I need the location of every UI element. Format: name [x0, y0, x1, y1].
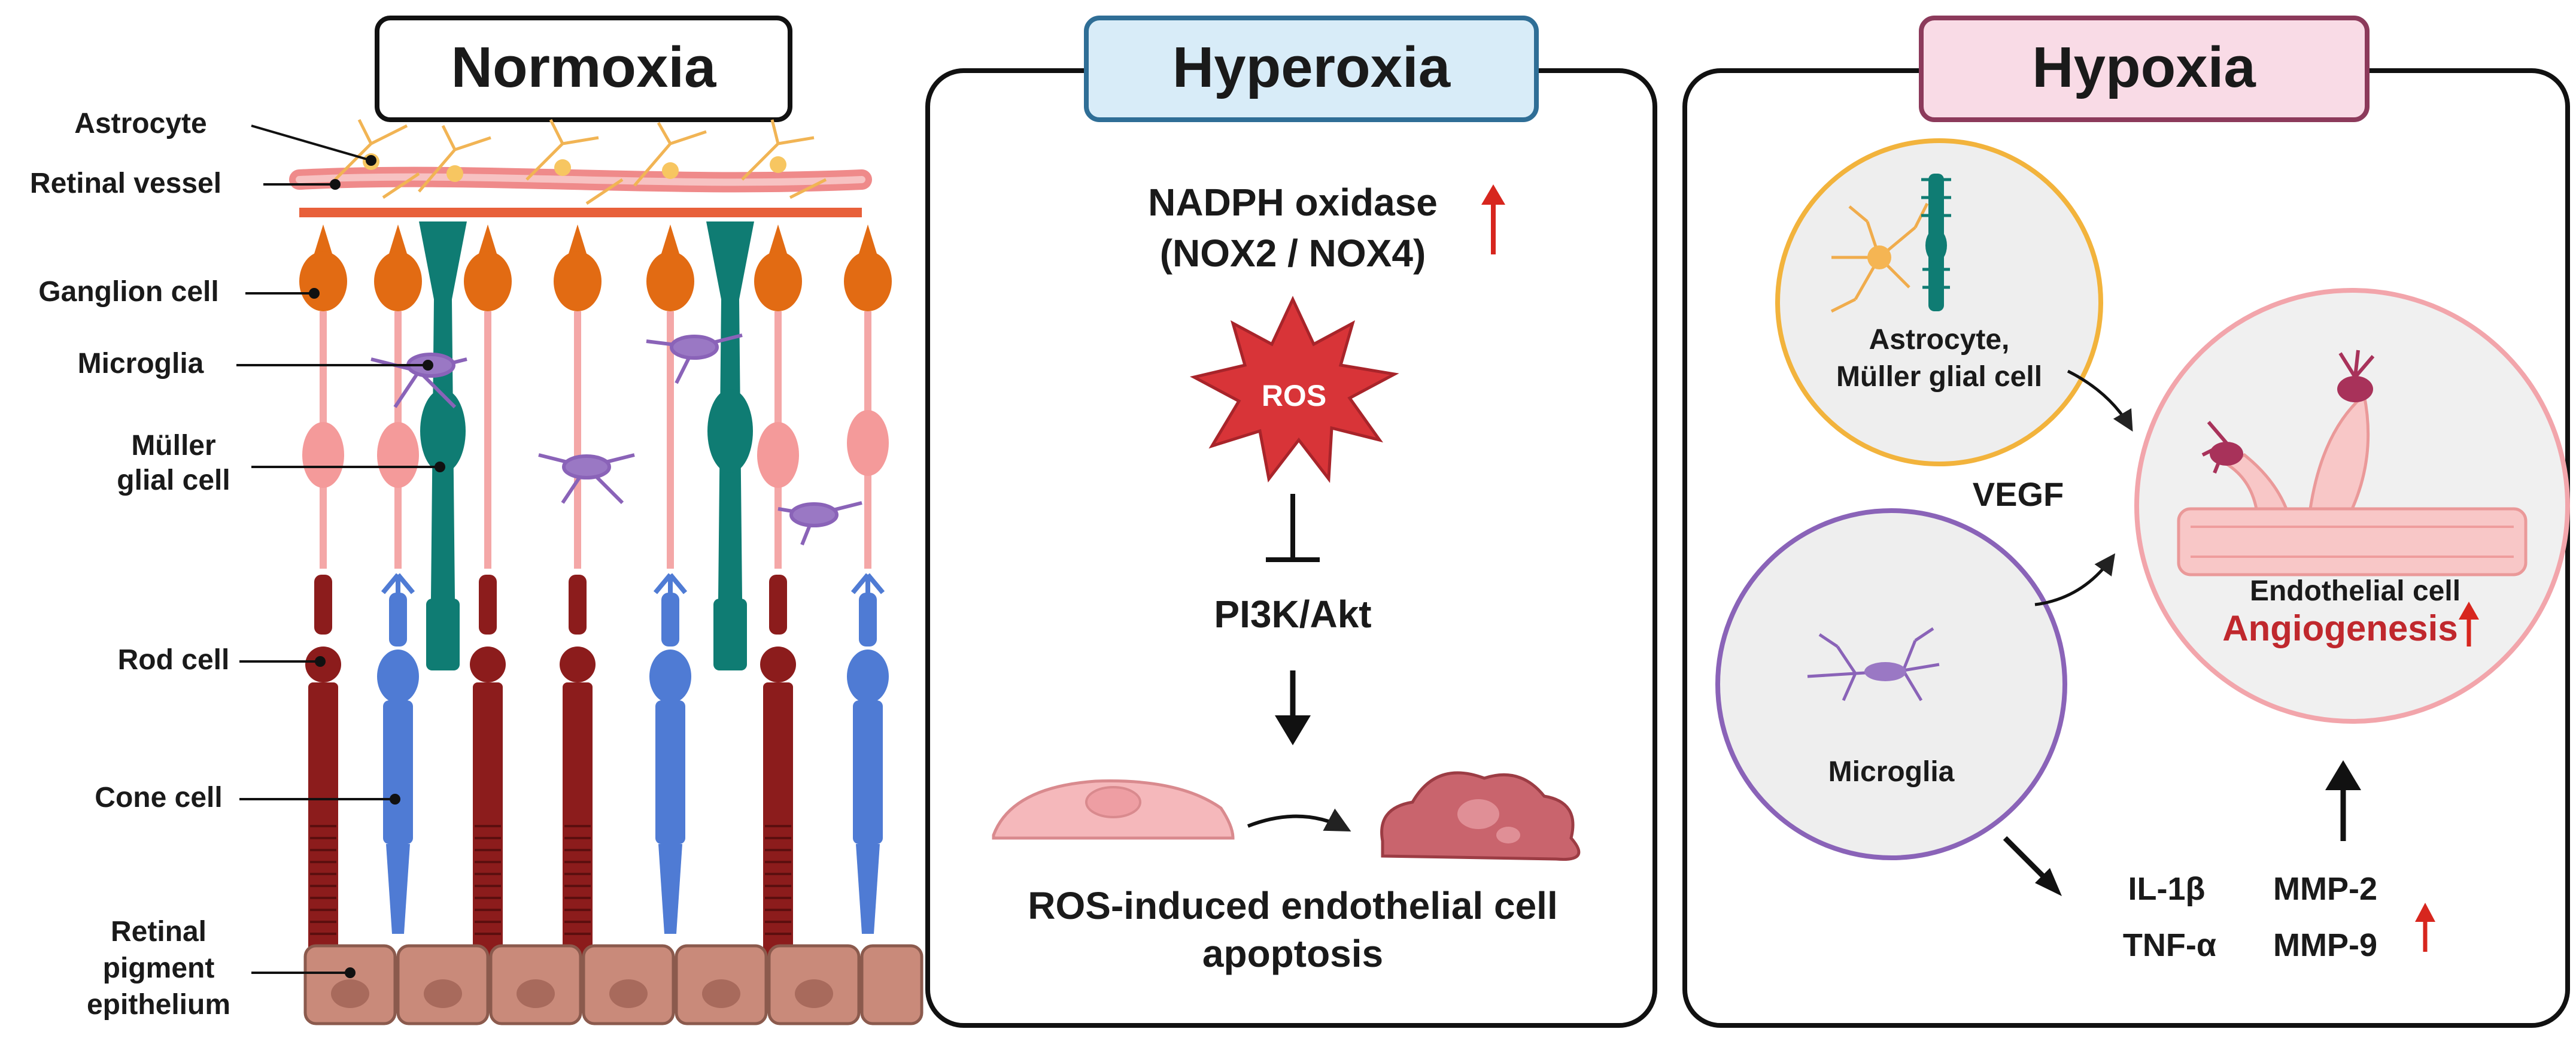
pi3k-akt-label: PI3K/Akt	[1214, 593, 1371, 636]
hyperoxia-panel: Hyperoxia NADPH oxidase (NOX2 / NOX4) RO…	[925, 16, 1657, 1028]
label-rpe-line1: Retinal	[111, 916, 206, 948]
arrow-mmp-to-angiogenesis	[2325, 760, 2361, 841]
label-ganglion-cell: Ganglion cell	[38, 276, 218, 308]
inhibition-icon	[1266, 494, 1320, 562]
astrocyte-icon	[1830, 202, 1929, 313]
ganglion-cells	[299, 224, 892, 311]
ros-burst-icon	[1189, 296, 1399, 483]
arrow-astro-to-angio	[2067, 369, 2133, 432]
apoptotic-endothelial-cell	[1380, 771, 1581, 861]
nadph-line1: NADPH oxidase	[1148, 181, 1438, 224]
label-microglia: Microglia	[78, 348, 204, 380]
angiogenesis-label: Angiogenesis	[2222, 608, 2457, 648]
healthy-endothelial-cell	[992, 779, 1235, 840]
rod-cells	[305, 575, 796, 958]
muller-cell-icon	[1921, 174, 1951, 311]
normoxia-title: Normoxia	[451, 35, 716, 99]
down-arrow-icon	[1275, 670, 1311, 745]
hypoxia-title-box	[1919, 16, 2370, 122]
il1b-label: IL-1β	[2128, 871, 2206, 907]
normoxia-panel: Normoxia	[30, 16, 924, 1025]
label-muller-line1: Müller	[131, 430, 215, 462]
label-muller-line2: glial cell	[117, 465, 230, 496]
tnfa-label: TNF-α	[2123, 927, 2216, 963]
hypoxia-title: Hypoxia	[2032, 35, 2256, 99]
transition-arrow	[1247, 808, 1351, 831]
hyperoxia-title: Hyperoxia	[1172, 35, 1451, 99]
normoxia-title-box	[375, 16, 792, 122]
vegf-label: VEGF	[1973, 475, 2064, 513]
cytokine-up-arrow-icon	[2415, 903, 2435, 952]
nadph-line2: (NOX2 / NOX4)	[1160, 232, 1426, 275]
microglia-cells	[370, 333, 862, 546]
hyperoxia-title-box	[1084, 16, 1539, 122]
label-retinal-vessel: Retinal vessel	[30, 168, 221, 199]
bipolar-somas	[302, 410, 889, 488]
mmp9-label: MMP-9	[2273, 927, 2377, 963]
retinal-vessel	[289, 166, 872, 217]
astro-label-line1: Astrocyte,	[1869, 324, 2010, 356]
microglia-label: Microglia	[1828, 756, 1955, 788]
arrow-microglia-to-angio	[2034, 553, 2116, 606]
muller-glial-cells	[419, 221, 754, 670]
mmp2-label: MMP-2	[2273, 871, 2377, 907]
rod-outer-segments	[310, 825, 791, 935]
label-rpe-line2: pigment	[103, 952, 215, 984]
retinal-pigment-epithelium	[303, 944, 924, 1025]
microglia-icon	[1807, 627, 1940, 702]
label-cone-cell: Cone cell	[95, 782, 222, 814]
ros-label: ROS	[1262, 379, 1326, 412]
apoptosis-caption-line1: ROS-induced endothelial cell	[1028, 884, 1557, 927]
rpe-nuclei	[331, 979, 833, 1008]
arrow-microglia-to-cytokines	[2003, 836, 2062, 896]
apoptosis-caption-line2: apoptosis	[1202, 932, 1383, 975]
label-rod-cell: Rod cell	[118, 644, 230, 676]
label-astrocyte: Astrocyte	[74, 108, 206, 139]
endothelial-cell-label: Endothelial cell	[2250, 575, 2460, 607]
vessel-illustration	[2177, 350, 2528, 576]
cone-cells	[377, 573, 889, 934]
hypoxia-panel: Hypoxia Astrocyte, Müller glial cell Mic…	[1682, 16, 2570, 1028]
label-rpe-line3: epithelium	[87, 989, 230, 1021]
microglia-circle	[1715, 508, 2067, 860]
angiogenesis-up-arrow-icon	[2459, 602, 2479, 647]
label-leader-lines	[236, 125, 445, 978]
astro-label-line2: Müller glial cell	[1836, 361, 2042, 393]
up-arrow-icon	[1481, 184, 1505, 254]
astrocyte-network	[334, 119, 827, 205]
